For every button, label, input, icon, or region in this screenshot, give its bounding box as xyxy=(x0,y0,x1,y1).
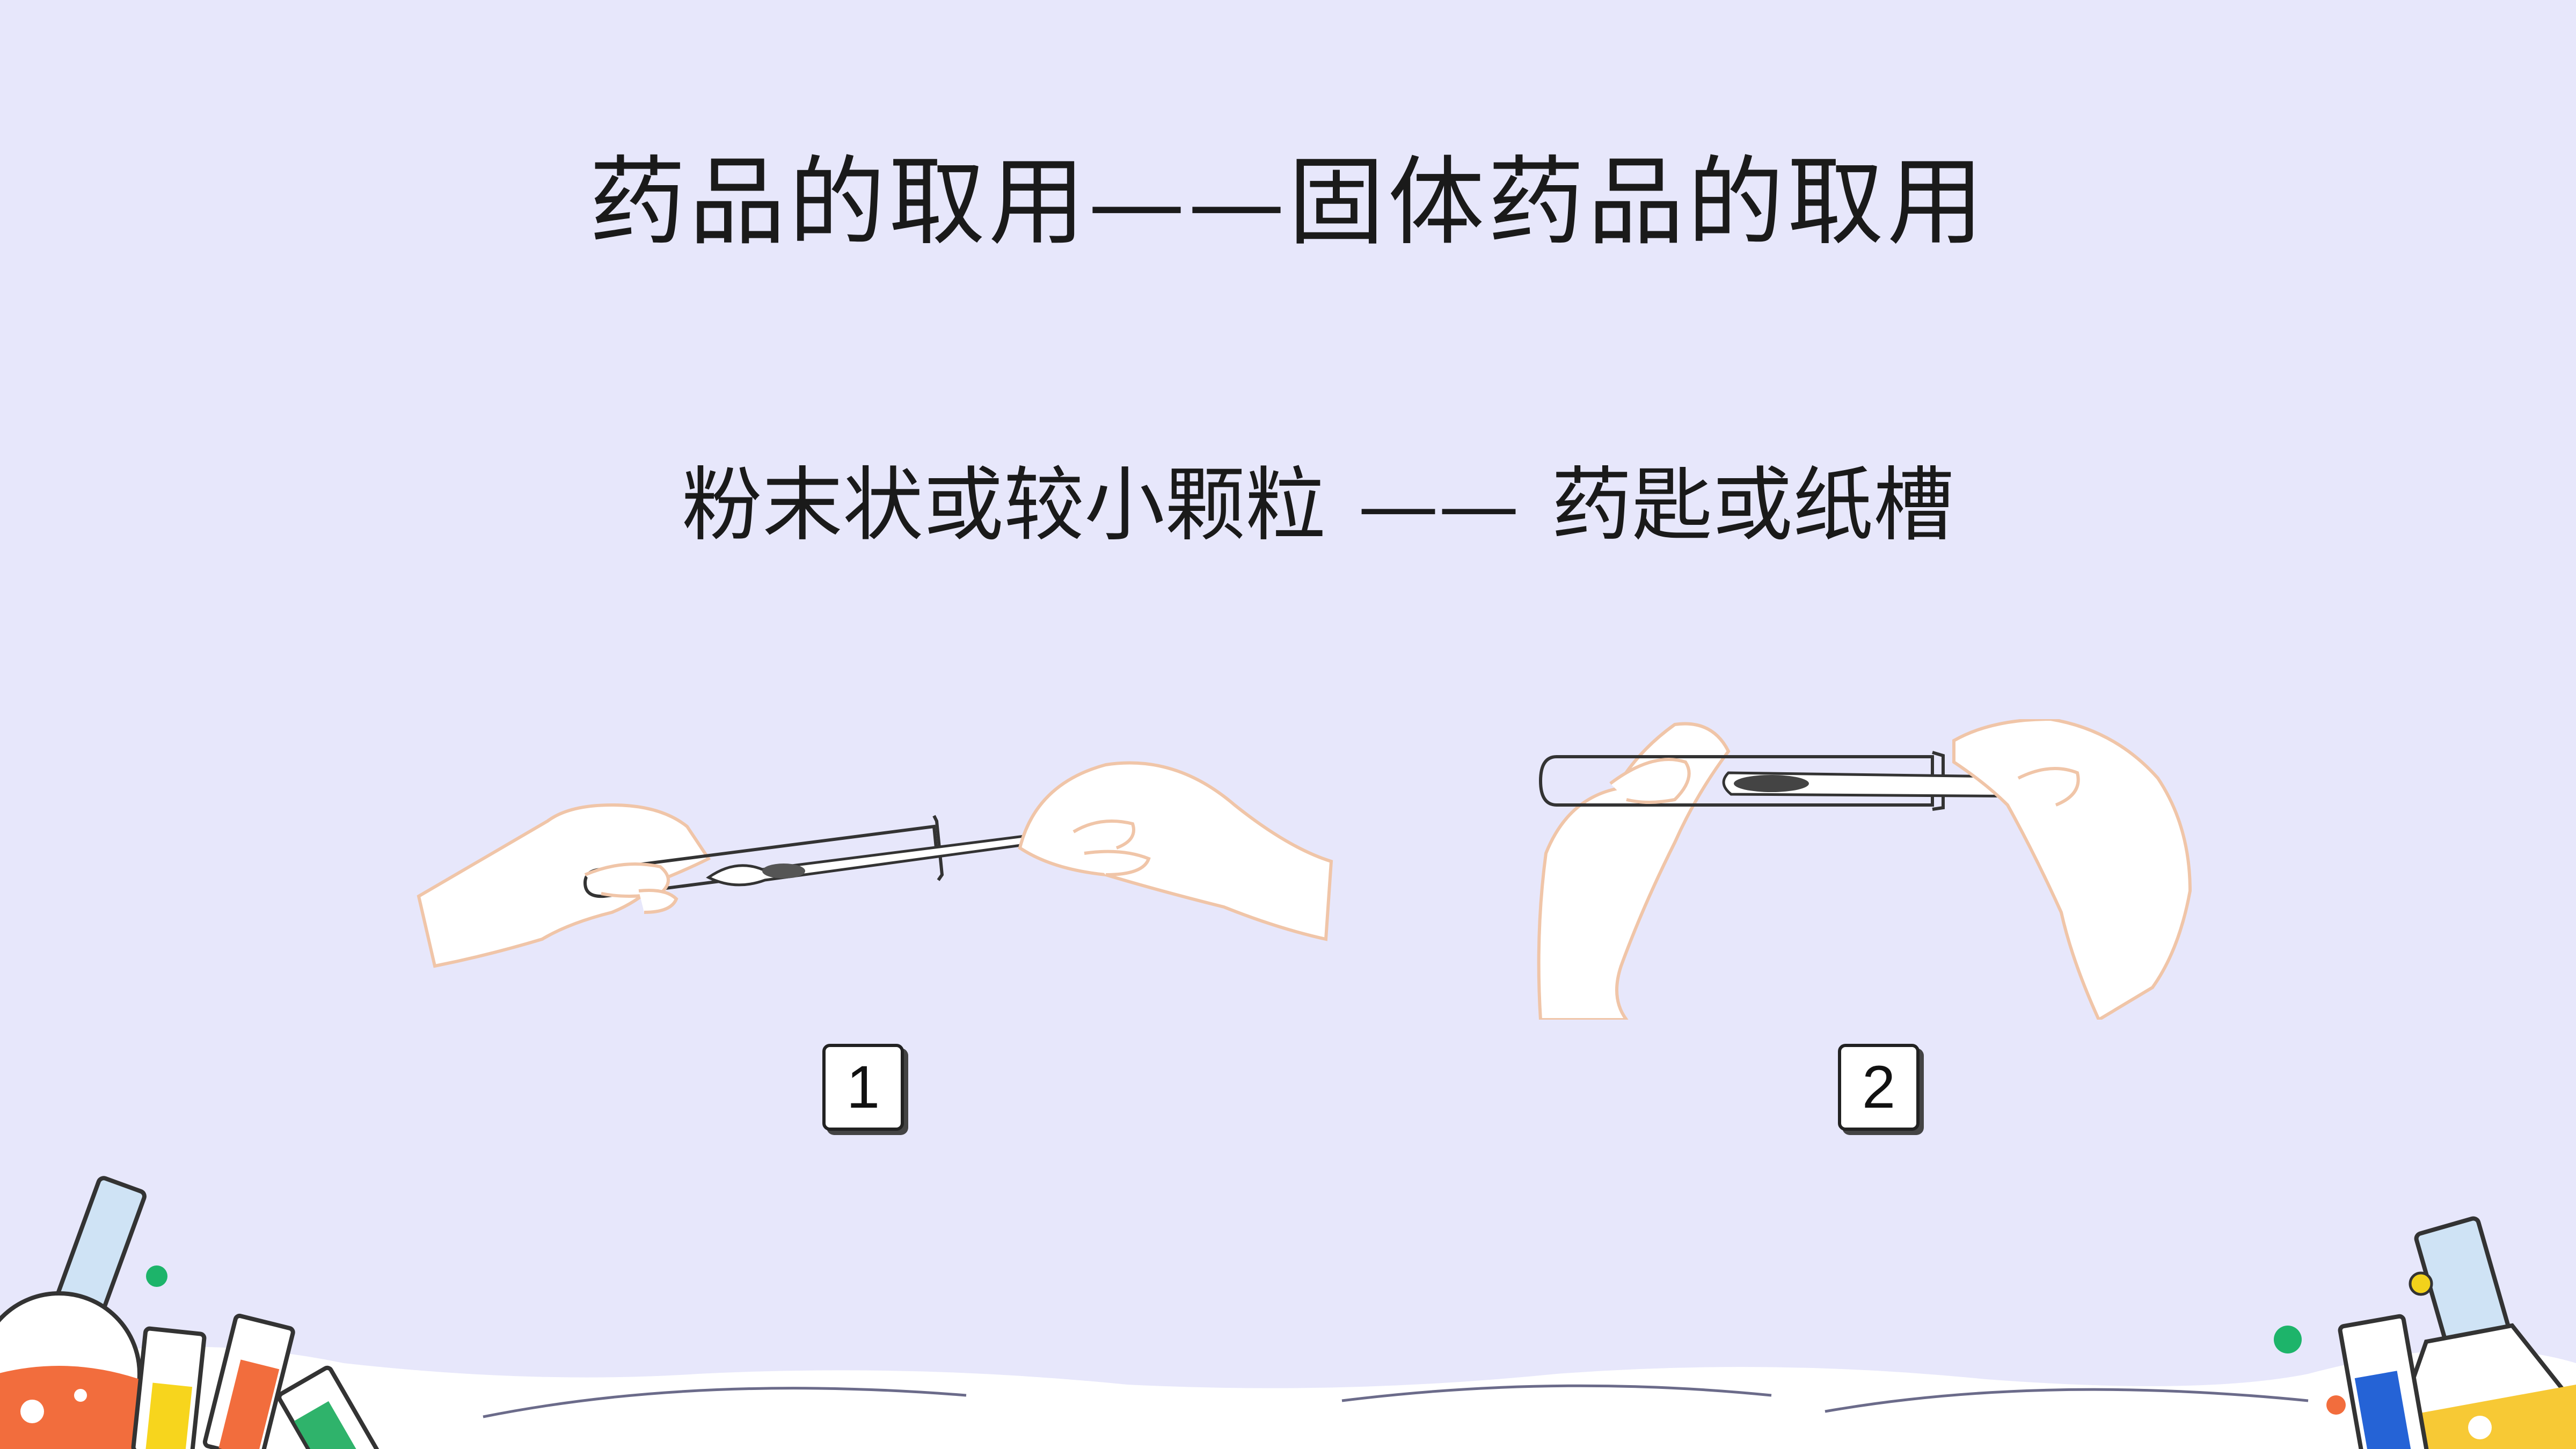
subtitle-material: 粉末状或较小颗粒 xyxy=(682,459,1326,552)
subtitle-tool: 药匙或纸槽 xyxy=(1551,459,1954,552)
subtitle: 粉末状或较小颗粒 —— 药匙或纸槽 xyxy=(682,440,1970,557)
left-hand xyxy=(1537,722,1731,1020)
flask-right-icon xyxy=(2386,1216,2576,1449)
bubble-green-icon xyxy=(2274,1326,2302,1353)
powder xyxy=(762,863,805,879)
step-badge-1: 1 xyxy=(822,1044,904,1131)
left-hand xyxy=(417,803,711,968)
spoon-insertion-illustration xyxy=(417,761,1333,968)
solid-granules xyxy=(1734,775,1809,792)
page-title: 药品的取用——固体药品的取用 xyxy=(589,147,1987,259)
bubble-green-icon xyxy=(146,1265,167,1287)
right-hand xyxy=(1018,761,1333,941)
flask-left-icon xyxy=(0,1176,147,1449)
step-badge-2: 2 xyxy=(1838,1044,1920,1131)
right-hand xyxy=(1952,719,2192,1020)
bubble-yellow-icon xyxy=(2409,1271,2433,1296)
test-tube-right-icon xyxy=(2338,1314,2429,1449)
bubble-orange-icon xyxy=(2326,1395,2346,1415)
subtitle-separator: —— xyxy=(1358,459,1520,552)
test-tubes-left-icon xyxy=(131,1313,383,1449)
test-tube xyxy=(1538,755,1934,807)
bottom-hills xyxy=(0,1346,2576,1449)
paper-trough-illustration xyxy=(1537,719,2192,1020)
